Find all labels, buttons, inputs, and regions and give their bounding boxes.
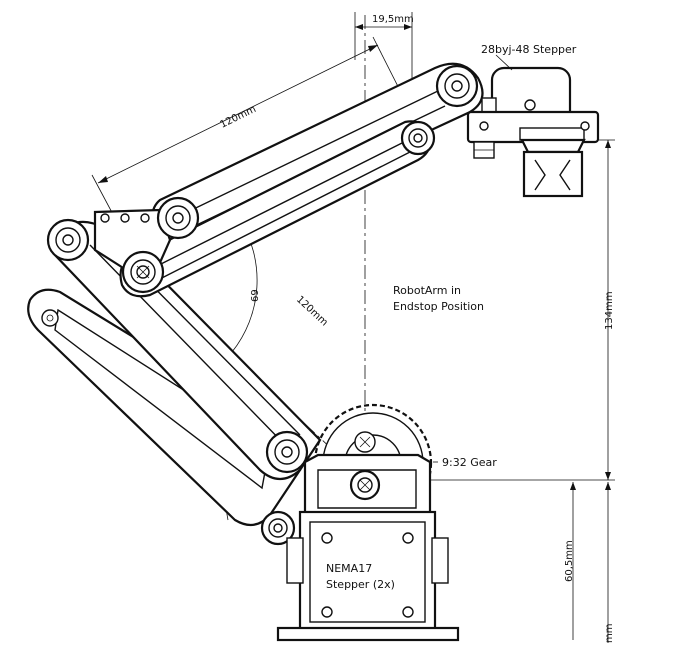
- joint-top-right: [435, 64, 479, 108]
- dim-height-extra-text: mm: [604, 624, 615, 643]
- stepper-label-leader: [495, 54, 513, 71]
- dimension-upper-arm: [91, 36, 421, 266]
- joint-gripper: [400, 120, 436, 156]
- dimension-height-extra: [605, 482, 611, 643]
- label-small-stepper: 28byj-48 Stepper: [481, 43, 577, 56]
- label-motor-line1: NEMA17: [326, 562, 372, 575]
- dim-lower-arm-text: 120mm: [294, 294, 330, 328]
- dim-top-offset-text: 19,5mm: [372, 14, 414, 25]
- upper-arm: [151, 62, 484, 246]
- dim-height-base-text: 60,5mm: [564, 540, 575, 582]
- base-housing: [276, 453, 460, 642]
- angle-upper-text: 69: [250, 289, 261, 302]
- label-gear: 9:32 Gear: [442, 456, 497, 469]
- label-motor-line2: Stepper (2x): [326, 578, 395, 591]
- dim-height-total-text: 134mm: [604, 291, 615, 330]
- gripper-assembly: [466, 66, 600, 198]
- dim-upper-arm-text: 120mm: [218, 104, 257, 131]
- rear-link-pivot: [41, 309, 59, 327]
- joint-elbow: [156, 196, 200, 240]
- gripper-jaws: [522, 150, 584, 198]
- joint-lower-base: [260, 510, 296, 546]
- dimension-height-total: [605, 140, 611, 480]
- label-robot-state-line2: Endstop Position: [393, 300, 484, 313]
- joint-rear-top: [46, 218, 90, 262]
- label-robot-state-line1: RobotArm in: [393, 284, 461, 297]
- dimension-height-base: [570, 482, 576, 640]
- joint-lower-front: [265, 430, 309, 474]
- base-plate: [276, 626, 460, 642]
- joint-main-pivot: [121, 250, 165, 294]
